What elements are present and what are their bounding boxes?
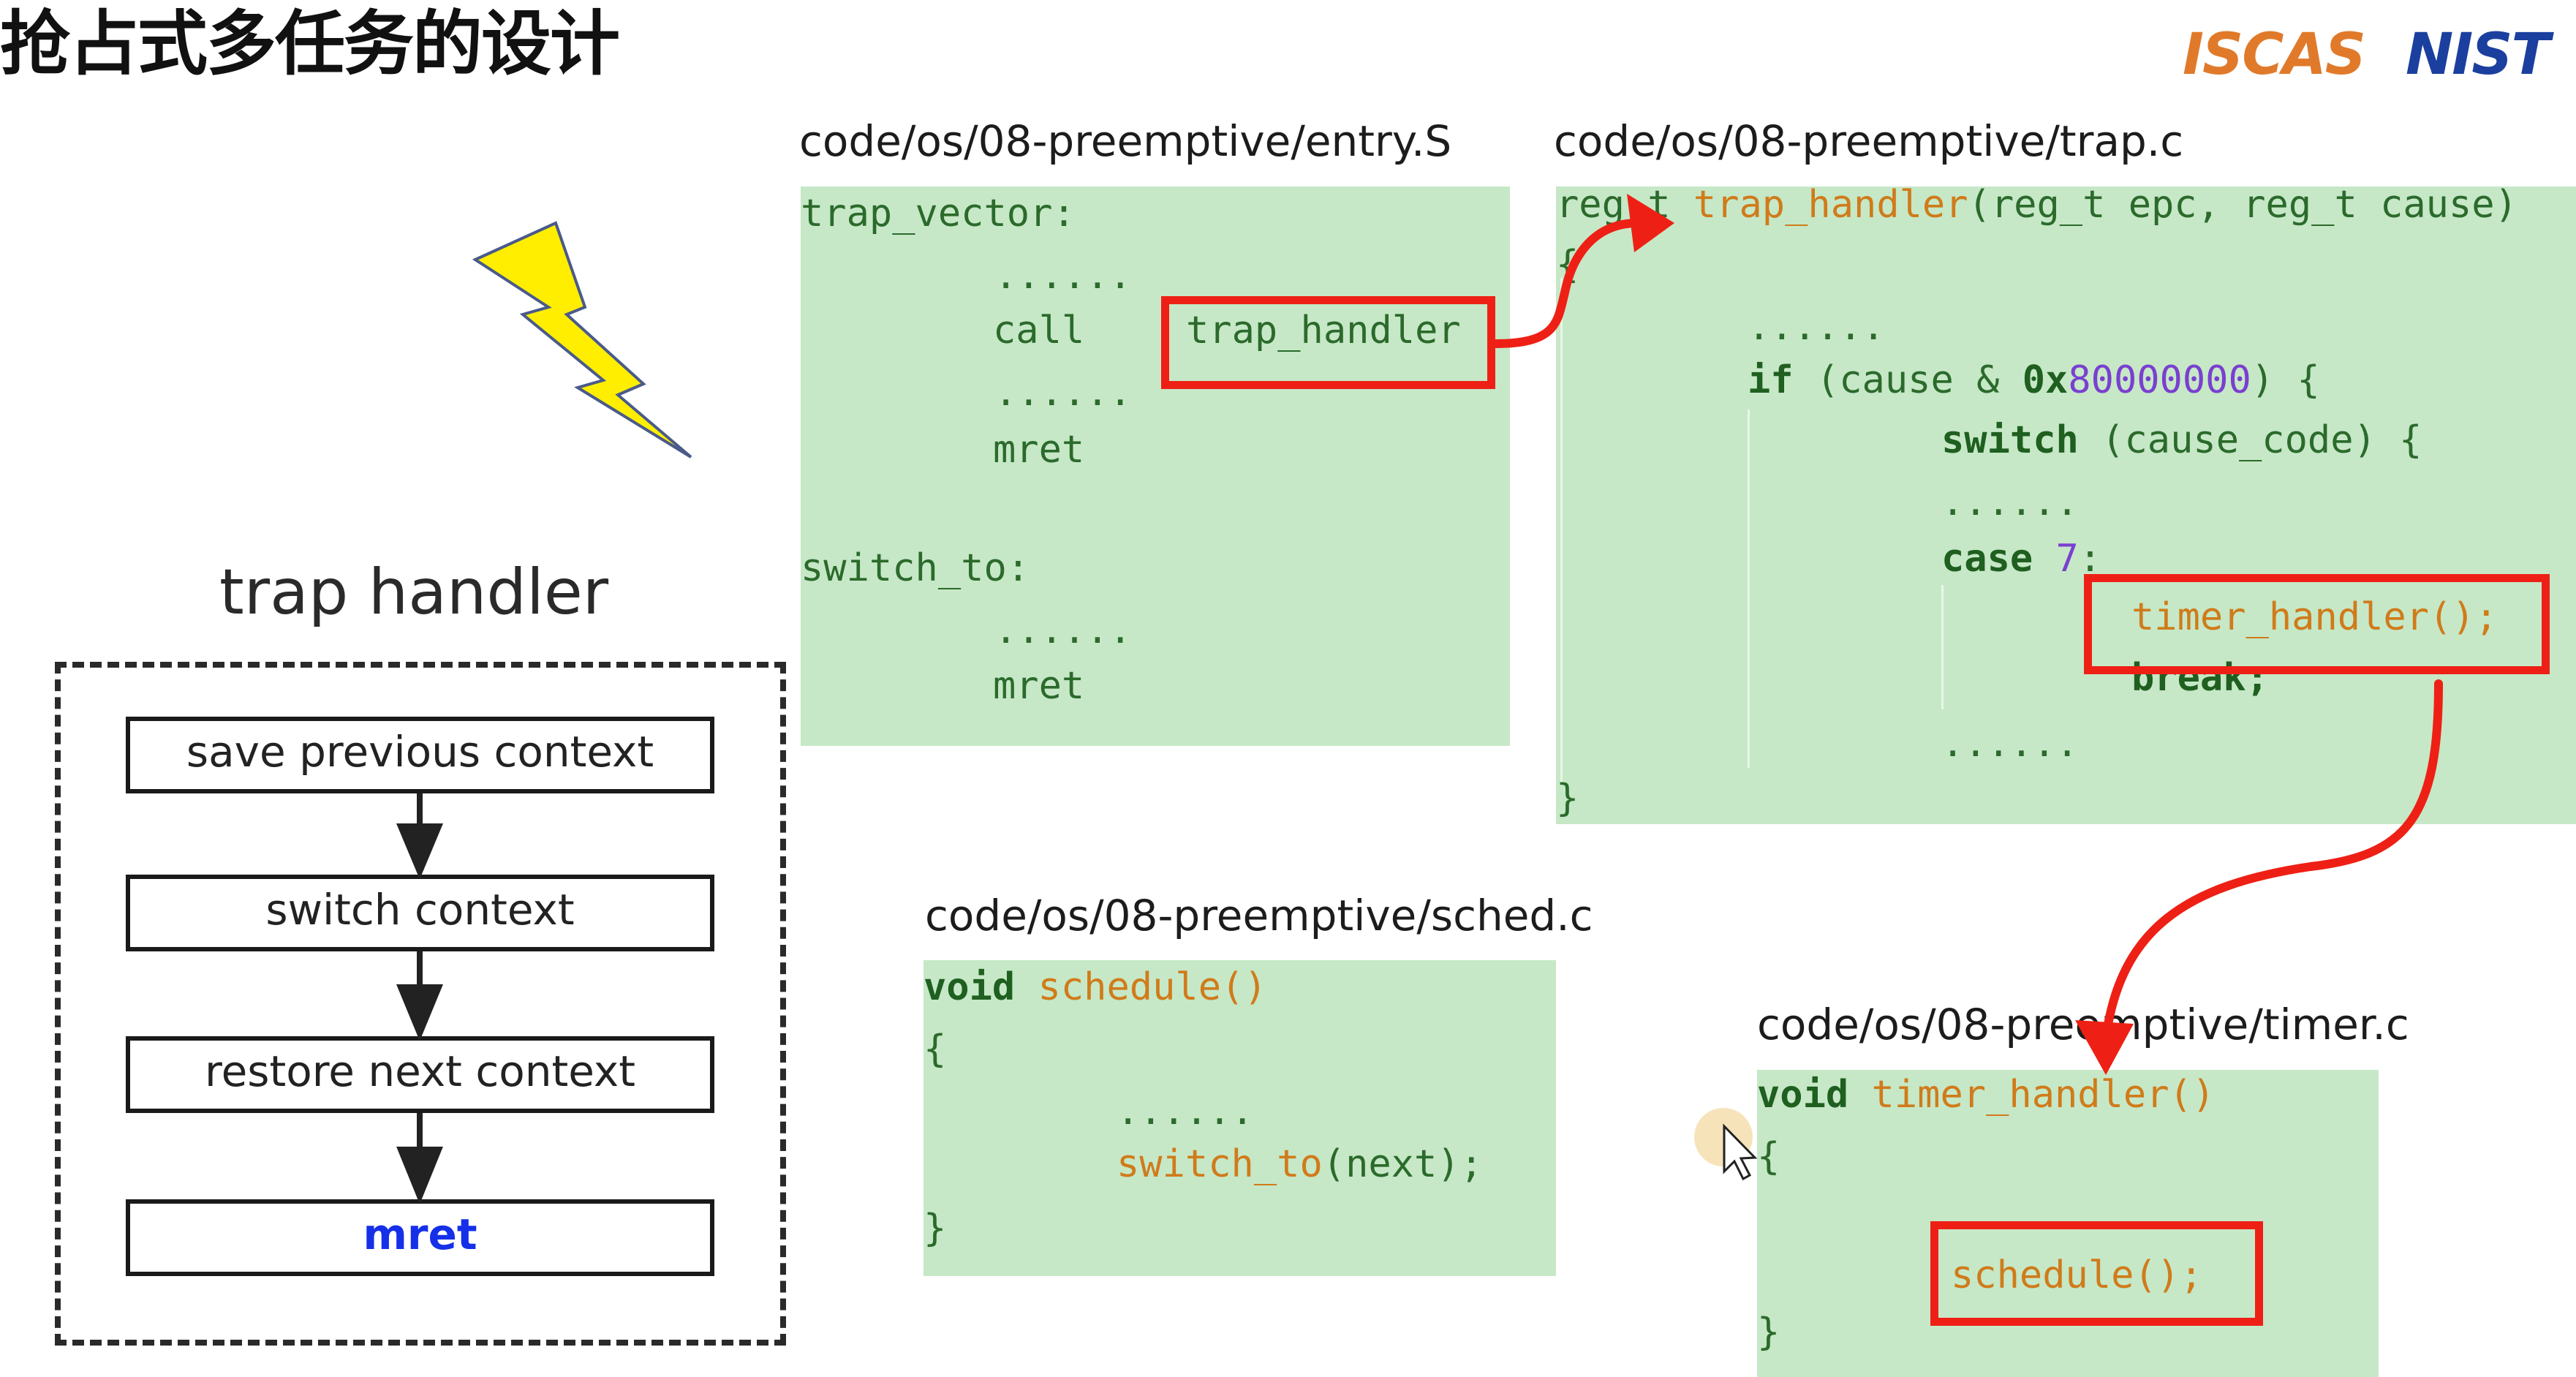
entry-mret-1: mret: [993, 428, 1085, 472]
sched-close-brace: }: [923, 1207, 947, 1250]
file-path-sched: code/os/08-preemptive/sched.c: [925, 891, 1593, 940]
slide-title: 抢占式多任务的设计: [0, 3, 620, 85]
entry-dots-1: ......: [994, 254, 1132, 298]
timer-fn: timer_handler(): [1871, 1073, 2216, 1117]
flow-step-mret: mret: [126, 1199, 714, 1276]
iscas-logo: ISCAS: [2183, 22, 2366, 88]
sched-call-fn: switch_to: [1117, 1142, 1323, 1186]
timer-void: void: [1757, 1073, 1849, 1117]
trap-close-brace: }: [1556, 777, 1579, 820]
sched-call-args: (next);: [1322, 1142, 1483, 1186]
sched-signature: void schedule(): [923, 964, 1267, 1011]
entry-label-trap-vector: trap_vector:: [801, 192, 1076, 235]
arrow-to-trap-handler: [1491, 219, 1642, 348]
trap-switch-expr: (cause_code) {: [2101, 418, 2422, 462]
trap-case-kw: case: [1941, 537, 2033, 581]
trap-dots-3: ......: [1941, 722, 2079, 766]
trap-dots-2: ......: [1941, 480, 2079, 524]
file-path-entry: code/os/08-preemptive/entry.S: [799, 116, 1452, 166]
sched-fn: schedule(): [1038, 965, 1267, 1009]
entry-dots-3: ......: [994, 608, 1132, 652]
trap-if-line: if (cause & 0x80000000) {: [1748, 357, 2320, 404]
flow-step-save: save previous context: [126, 717, 714, 793]
highlight-schedule-call: [1930, 1221, 2263, 1326]
code-block-sched: [923, 960, 1556, 1276]
trap-switch-kw: switch: [1941, 418, 2079, 462]
flow-container: [55, 662, 786, 1346]
entry-call: call: [993, 309, 1085, 352]
trap-if-kw: if: [1748, 358, 1794, 402]
flow-step-switch: switch context: [126, 875, 714, 951]
highlight-timer-handler-call: [2084, 574, 2550, 674]
trap-sig-params: (reg_t epc, reg_t cause): [1968, 183, 2518, 227]
flow-label: trap handler: [219, 556, 609, 629]
sched-void: void: [923, 965, 1016, 1009]
sched-open-brace: {: [923, 1027, 947, 1071]
trap-timer-handler-call: timer_handler();: [2131, 595, 2498, 639]
arrowhead-icon: [1627, 194, 1674, 252]
arrowhead-icon: [2075, 1020, 2134, 1075]
trap-dots-1: ......: [1748, 305, 1885, 349]
trap-case-colon: :: [2078, 537, 2102, 581]
trap-case-num: 7: [2055, 537, 2079, 581]
flow-step-restore: restore next context: [126, 1036, 714, 1113]
nist-logo: NIST: [2406, 22, 2550, 88]
entry-call-target: trap_handler: [1186, 309, 1461, 352]
timer-open-brace: {: [1757, 1135, 1780, 1179]
code-block-entry: [801, 186, 1510, 746]
indent-guide: [1748, 410, 1750, 768]
timer-close-brace: }: [1757, 1310, 1780, 1354]
timer-signature: void timer_handler(): [1757, 1071, 2215, 1118]
trap-if-cond-b: ) {: [2251, 358, 2320, 402]
trap-case-line: case 7:: [1941, 535, 2101, 582]
entry-dots-2: ......: [994, 371, 1132, 415]
sched-call-line: switch_to(next);: [1117, 1141, 1483, 1188]
sched-dots: ......: [1117, 1090, 1254, 1133]
trap-if-hex-prefix: 0x: [2022, 358, 2069, 402]
arrow-to-timer-handler: [2101, 679, 2443, 1043]
trap-break: break;: [2131, 656, 2269, 700]
trap-if-hex-digits: 80000000: [2068, 358, 2251, 402]
timer-schedule-call: schedule();: [1951, 1253, 2203, 1297]
entry-label-switch-to: switch_to:: [801, 546, 1030, 590]
file-path-trap: code/os/08-preemptive/trap.c: [1554, 116, 2184, 166]
trap-switch-line: switch (cause_code) {: [1941, 417, 2422, 464]
trap-signature: reg_t trap_handler(reg_t epc, reg_t caus…: [1556, 181, 2518, 228]
indent-guide: [1941, 585, 1944, 709]
code-block-trap: [1556, 186, 2576, 824]
trap-sig-name: trap_handler: [1693, 183, 1968, 227]
trap-if-cond-a: (cause &: [1816, 358, 2022, 402]
entry-mret-2: mret: [993, 664, 1085, 708]
indent-guide: [1560, 278, 1563, 782]
